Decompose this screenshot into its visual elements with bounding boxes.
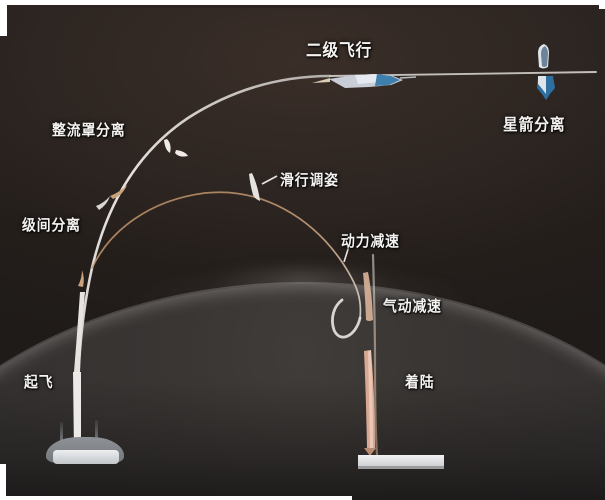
label-coast-attitude-adjust: 滑行调姿: [280, 172, 339, 189]
launch-tower-right: [95, 420, 98, 446]
label-satellite-separation: 星箭分离: [503, 117, 566, 134]
label-landing: 着陆: [405, 374, 435, 391]
rocket-at-pad: [73, 270, 85, 458]
label-second-stage-flight: 二级飞行: [306, 41, 373, 60]
top-left-notch: [0, 0, 7, 36]
landing-pad-edge: [358, 466, 444, 469]
booster-aero-marker: [363, 272, 373, 321]
satellite-marker: [538, 44, 549, 69]
top-right-notch: [599, 0, 605, 9]
second-stage-vehicle: [312, 74, 417, 88]
top-inner-edge: [7, 5, 598, 8]
label-fairing-separation: 整流罩分离: [52, 122, 126, 139]
bottom-left-notch: [0, 464, 6, 500]
coast-stage-marker: [249, 173, 260, 201]
leader-line-powered: [343, 242, 351, 263]
label-liftoff: 起飞: [24, 374, 54, 391]
fairing-separation-marker: [164, 139, 188, 157]
booster-landing-marker: [364, 350, 376, 456]
upper-stage-marker: [537, 76, 555, 100]
top-left-border: [0, 0, 380, 4]
bottom-border: [0, 496, 352, 500]
label-aero-deceleration: 气动减速: [383, 298, 442, 315]
landing-pad: [358, 455, 444, 468]
label-stage-separation: 级间分离: [22, 217, 81, 234]
launch-pad-deck: [53, 450, 119, 464]
label-powered-deceleration: 动力减速: [341, 233, 400, 250]
launch-tower-left: [60, 422, 63, 446]
boostback-turn-trajectory: [331, 298, 362, 339]
descent-trajectory: [371, 253, 379, 457]
booster-return-trajectory: [91, 191, 362, 319]
booster-stage-sep-marker: [96, 185, 127, 210]
leader-line-coast: [261, 175, 278, 185]
